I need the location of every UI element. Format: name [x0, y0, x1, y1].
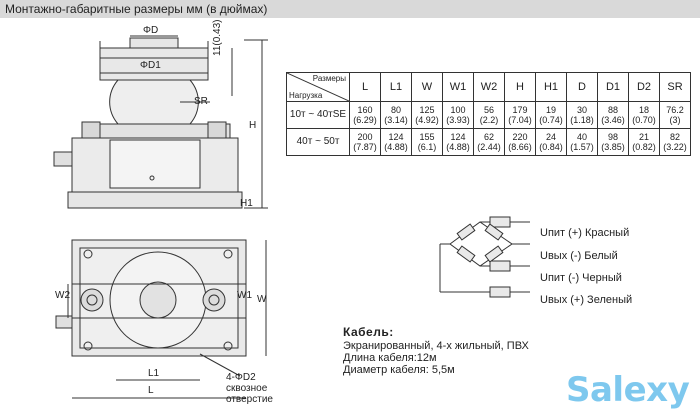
label-h: H: [249, 120, 257, 131]
table-cell: 30(1.18): [566, 101, 598, 129]
table-cell: 160(6.29): [349, 101, 381, 129]
corner-top-label: Размеры: [312, 74, 346, 83]
label-through-1: сквозное: [226, 383, 268, 394]
col-header: W: [411, 72, 443, 102]
table-cell: 40(1.57): [566, 128, 598, 156]
table-header-row: Размеры Нагрузка L L1 W W1 W2 H H1 D D1 …: [286, 72, 691, 102]
page-title: Монтажно-габаритные размеры мм (в дюймах…: [5, 2, 268, 16]
table-cell: 98(3.85): [597, 128, 629, 156]
label-h1: H1: [240, 198, 253, 209]
row-label: 40т ~ 50т: [286, 128, 350, 156]
table-corner: Размеры Нагрузка: [286, 72, 350, 102]
label-phiD1: ΦD1: [140, 60, 161, 71]
header-bar: [0, 0, 700, 18]
cable-line: Диаметр кабеля: 5,5м: [343, 364, 455, 376]
table-cell: 155(6.1): [411, 128, 443, 156]
table-cell: 80(3.14): [380, 101, 412, 129]
row-label: 10т ~ 40тSE: [286, 101, 350, 129]
table-cell: 200(7.87): [349, 128, 381, 156]
table-cell: 220(8.66): [504, 128, 536, 156]
wire-label-green: Uвых (+) Зеленый: [540, 294, 633, 306]
table-cell: 76.2(3): [659, 101, 691, 129]
table-cell: 124(4.88): [380, 128, 412, 156]
col-header: D: [566, 72, 598, 102]
label-sr: SR: [194, 96, 208, 107]
table-cell: 56(2.2): [473, 101, 505, 129]
cap-body: [99, 47, 209, 81]
label-11: 11(0.43): [212, 19, 223, 56]
label-w: W: [257, 294, 267, 305]
col-header: H: [504, 72, 536, 102]
table-cell: 19(0.74): [535, 101, 567, 129]
label-w1: W1: [237, 290, 252, 301]
watermark-logo: Salexy: [566, 370, 690, 410]
label-phiD: ΦD: [143, 25, 159, 36]
col-header: W2: [473, 72, 505, 102]
label-l: L: [148, 385, 154, 396]
label-through-2: отверстие: [226, 394, 273, 405]
table-cell: 179(7.04): [504, 101, 536, 129]
wiring-diagram: [439, 216, 530, 298]
corner-bottom-label: Нагрузка: [289, 91, 323, 100]
table-row: 40т ~ 50т 200(7.87) 124(4.88) 155(6.1) 1…: [286, 128, 691, 156]
table-row: 10т ~ 40тSE 160(6.29) 80(3.14) 125(4.92)…: [286, 101, 691, 129]
wire-label-red: Uпит (+) Красный: [540, 227, 630, 239]
wire-label-white: Uвых (-) Белый: [540, 250, 618, 262]
col-header: W1: [442, 72, 474, 102]
technical-drawing: [53, 35, 530, 399]
table-cell: 62(2.44): [473, 128, 505, 156]
col-header: D1: [597, 72, 629, 102]
cable-info: Кабель: Экранированный, 4-х жильный, ПВХ…: [343, 326, 529, 376]
col-header: L: [349, 72, 381, 102]
col-header: SR: [659, 72, 691, 102]
cable-line: Длина кабеля:12м: [343, 352, 437, 364]
hole-note: 4-ΦD2 сквозное отверстие: [226, 372, 273, 405]
col-header: H1: [535, 72, 567, 102]
label-l1: L1: [148, 368, 160, 379]
col-header: L1: [380, 72, 412, 102]
table-cell: 18(0.70): [628, 101, 660, 129]
base-plate: [67, 191, 243, 209]
table-cell: 24(0.84): [535, 128, 567, 156]
wire-label-black: Uпит (-) Черный: [540, 272, 622, 284]
dimensions-table: Размеры Нагрузка L L1 W W1 W2 H H1 D D1 …: [286, 72, 691, 156]
table-cell: 100(3.93): [442, 101, 474, 129]
label-w2: W2: [55, 290, 70, 301]
table-cell: 88(3.46): [597, 101, 629, 129]
cable-gland: [53, 151, 73, 167]
top-cap: [129, 37, 179, 49]
table-cell: 21(0.82): [628, 128, 660, 156]
col-header: D2: [628, 72, 660, 102]
table-cell: 125(4.92): [411, 101, 443, 129]
label-holes: 4-ΦD2: [226, 372, 256, 383]
table-cell: 124(4.88): [442, 128, 474, 156]
cable-line: Экранированный, 4-х жильный, ПВХ: [343, 340, 529, 352]
table-cell: 82(3.22): [659, 128, 691, 156]
cable-title: Кабель:: [343, 325, 394, 339]
